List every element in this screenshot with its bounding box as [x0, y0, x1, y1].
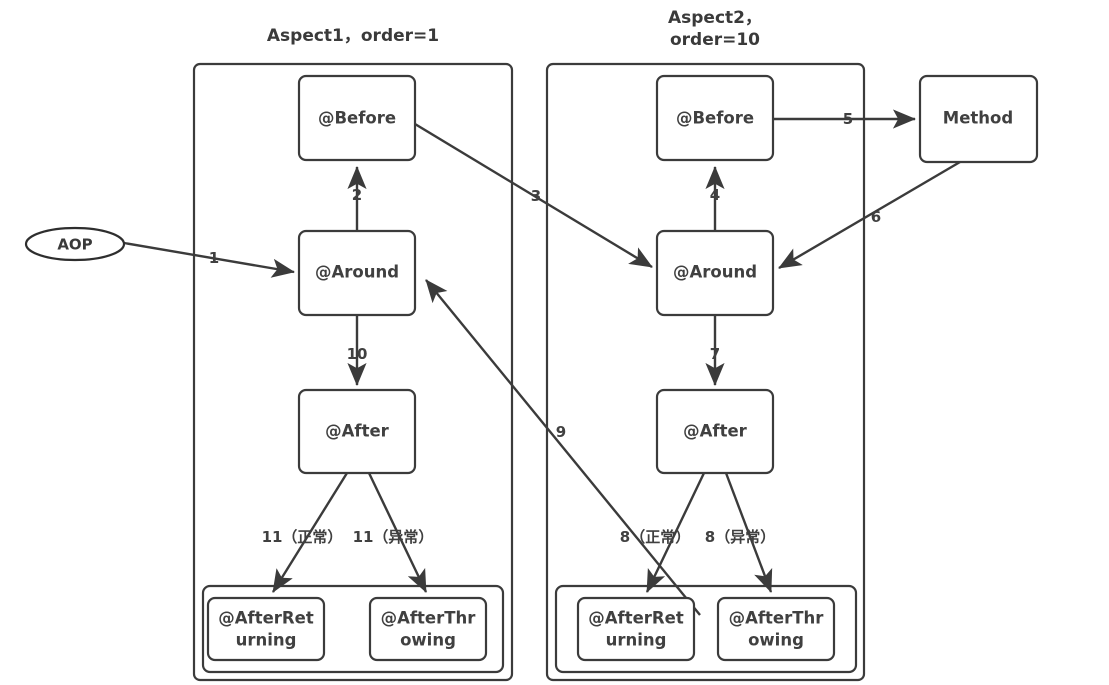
edge-label-8-normal: 8（正常） [620, 528, 690, 546]
edge-8-exception-to-afterthrowing [724, 472, 773, 593]
edge-11-normal-to-afterreturning [271, 472, 349, 593]
aspect2-title-line2: order=10 [670, 30, 760, 50]
aop-entry-label: AOP [57, 236, 92, 254]
aspect1-afterthrowing-label-line1: @AfterThr [381, 609, 477, 628]
aspect1-after-box[interactable] [297, 388, 417, 475]
aspect2-title-line1: Aspect2， [668, 8, 762, 28]
edge-label-2: 2 [352, 186, 362, 204]
edge-label-4: 4 [710, 186, 720, 204]
edge-1-aop-to-aspect1-around [123, 241, 295, 278]
edge-8-normal-to-afterreturning [645, 472, 706, 593]
aspect2-afterthrowing-label-line2: owing [748, 631, 804, 650]
aspect2-afterthrowing-label-line1: @AfterThr [729, 609, 825, 628]
aspect1-before-box[interactable] [297, 74, 417, 162]
edge-label-6: 6 [871, 208, 881, 226]
edge-label-5: 5 [843, 110, 853, 128]
aspect2-after-box[interactable] [655, 388, 775, 475]
aspect2-afterreturning-label-line2: urning [606, 631, 667, 650]
aspect1-afterreturning-label-line1: @AfterRet [218, 609, 314, 628]
aspect2-before-label: @Before [676, 109, 754, 128]
edge-label-8-exception: 8（异常） [705, 528, 775, 546]
aspect2-after-label: @After [683, 422, 748, 441]
edge-label-11-exception: 11（异常） [353, 528, 434, 546]
edge-9-aspect2-to-aspect1-around [425, 279, 701, 616]
edge-label-3: 3 [531, 187, 541, 205]
edge-label-1: 1 [209, 249, 219, 267]
aspect1-title: Aspect1，order=1 [267, 26, 439, 46]
aspect1-afterreturning-label-line2: urning [236, 631, 297, 650]
method-label: Method [943, 109, 1013, 128]
aspect2-around-label: @Around [673, 263, 757, 282]
aspect2-after-advice-group [554, 584, 858, 674]
aspect1-before-label: @Before [318, 109, 396, 128]
aspect2-afterthrowing-box[interactable] [716, 596, 836, 662]
aop-entry-node[interactable] [24, 226, 126, 262]
aspect2-around-box[interactable] [655, 229, 775, 317]
edge-label-9: 9 [556, 423, 566, 441]
aspect1-after-advice-group [201, 584, 505, 674]
edge-label-7: 7 [710, 345, 720, 363]
aspect1-afterthrowing-box[interactable] [368, 596, 488, 662]
aspect1-around-box[interactable] [297, 229, 417, 317]
edge-3-aspect1-before-to-aspect2-around [414, 122, 653, 269]
aspect2-afterreturning-box[interactable] [576, 596, 696, 662]
method-box[interactable] [918, 74, 1039, 164]
aspect1-container [192, 62, 514, 682]
edge-label-11-normal: 11（正常） [262, 528, 343, 546]
aspect1-after-label: @After [325, 422, 390, 441]
aspect2-container [545, 62, 866, 682]
edge-label-10: 10 [347, 345, 368, 363]
aspect1-afterreturning-box[interactable] [206, 596, 326, 662]
aspect1-around-label: @Around [315, 263, 399, 282]
edge-6-method-to-aspect2-around [778, 160, 961, 270]
aspect1-afterthrowing-label-line2: owing [400, 631, 456, 650]
edge-11-exception-to-afterthrowing [367, 472, 428, 593]
aspect2-before-box[interactable] [655, 74, 775, 162]
aspect2-afterreturning-label-line1: @AfterRet [588, 609, 684, 628]
